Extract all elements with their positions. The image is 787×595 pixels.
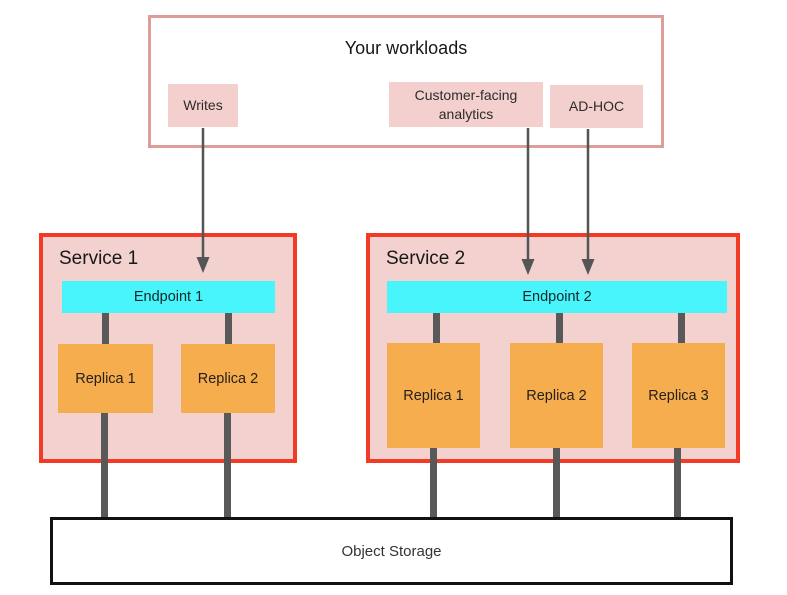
service-2-connector-1: [433, 313, 440, 343]
storage-link-s2-replica2: [553, 448, 560, 519]
workloads-box: Your workloads Writes Customer-facing an…: [148, 15, 664, 148]
service-1-replica-2: Replica 2: [181, 344, 275, 413]
object-storage-label: Object Storage: [341, 542, 442, 560]
storage-link-s2-replica1: [430, 448, 437, 519]
workload-ad-hoc: AD-HOC: [550, 85, 643, 128]
service-1-connector-2: [225, 313, 232, 344]
service-1-replica-2-label: Replica 2: [197, 370, 259, 387]
service-2-box: Service 2 Endpoint 2 Replica 1 Replica 2…: [366, 233, 740, 463]
service-2-replica-3: Replica 3: [632, 343, 725, 448]
service-1-replica-1-label: Replica 1: [75, 370, 136, 387]
object-storage-box: Object Storage: [50, 517, 733, 585]
service-2-label: Service 2: [386, 248, 466, 269]
service-1-replica-1: Replica 1: [58, 344, 153, 413]
service-1-endpoint-label: Endpoint 1: [133, 289, 204, 305]
storage-link-s1-replica2: [224, 413, 231, 519]
service-2-endpoint: Endpoint 2: [387, 281, 727, 313]
storage-link-s1-replica1: [101, 413, 108, 519]
service-2-replica-2-label: Replica 2: [526, 387, 587, 404]
workload-writes: Writes: [168, 84, 238, 127]
workload-adhoc-label: AD-HOC: [568, 98, 625, 115]
service-1-connector-1: [102, 313, 109, 344]
workloads-title: Your workloads: [344, 38, 468, 58]
workload-analytics-label: Customer-facing analytics: [414, 87, 518, 122]
service-1-box: Service 1 Endpoint 1 Replica 1 Replica 2: [39, 233, 297, 463]
service-2-connector-2: [556, 313, 563, 343]
service-2-replica-2: Replica 2: [510, 343, 603, 448]
service-2-replica-1-label: Replica 1: [403, 387, 464, 404]
storage-link-s2-replica3: [674, 448, 681, 519]
service-2-replica-3-label: Replica 3: [648, 387, 709, 404]
workload-writes-label: Writes: [183, 97, 223, 114]
service-1-endpoint: Endpoint 1: [62, 281, 275, 313]
service-2-replica-1: Replica 1: [387, 343, 480, 448]
workload-customer-facing-analytics: Customer-facing analytics: [389, 82, 543, 127]
service-2-connector-3: [678, 313, 685, 343]
service-1-label: Service 1: [59, 248, 139, 269]
service-2-endpoint-label: Endpoint 2: [522, 289, 592, 305]
